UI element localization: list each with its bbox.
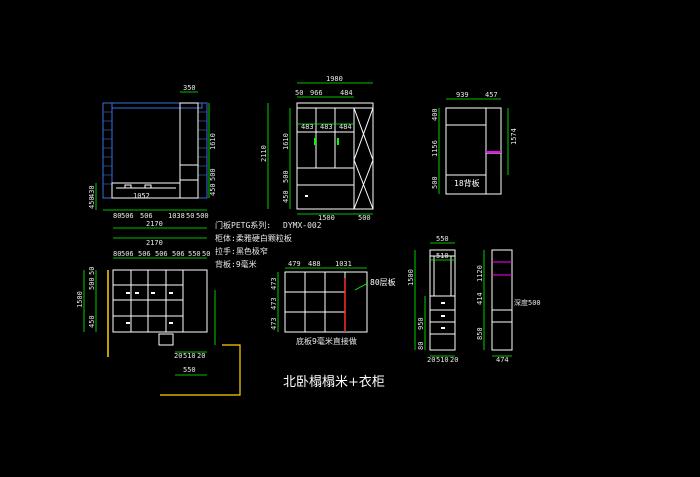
v2-bottom-2: 500	[358, 214, 371, 222]
v2-top-3: 484	[340, 89, 353, 97]
v5-left-1: 473	[270, 277, 278, 290]
v3-left-1: 400	[431, 108, 439, 121]
v5-left-3: 473	[270, 317, 278, 330]
v3-left-2: 1156	[431, 140, 439, 157]
v4-dim-b3: 20	[197, 352, 205, 360]
v2-left-3: 500	[282, 170, 290, 183]
v5-top-3: 1031	[335, 260, 352, 268]
v2-inner-2: 483	[320, 123, 333, 131]
note-back: 背板:9毫米	[215, 259, 257, 269]
v4-bottom-2: 506	[121, 250, 134, 258]
v1-bottom-4: 1038	[168, 212, 185, 220]
v2-bottom-1: 1500	[318, 214, 335, 222]
v1-bottom-2: 506	[121, 212, 134, 220]
v4-bottom-5: 506	[172, 250, 185, 258]
v7-left-3: 850	[476, 327, 484, 340]
v4-dim-b2: 510	[183, 352, 196, 360]
v6-bottom-2: 510	[436, 356, 449, 364]
v2-overall-dim: 1980	[326, 75, 343, 83]
v6-left-2: 950	[417, 317, 425, 330]
label-bottom-9: 底板9毫米直接做	[296, 336, 357, 346]
v1-total-2: 2170	[146, 239, 163, 247]
v4-dim-b4: 550	[183, 366, 196, 374]
v1-top-dim: 350	[183, 84, 196, 92]
v3-right-1: 1574	[510, 128, 518, 145]
label-shelf-80: 80层板	[370, 277, 396, 287]
v1-right-dim-3: 450	[209, 183, 217, 196]
v2-inner-1: 483	[301, 123, 314, 131]
v6-left-3: 80	[417, 342, 425, 350]
v7-left-1: 1120	[476, 265, 484, 282]
v4-left-3: 500	[88, 277, 96, 290]
v2-top-2: 966	[310, 89, 323, 97]
v5-top-1: 479	[288, 260, 301, 268]
v3-top-1: 939	[456, 91, 469, 99]
note-model: DYMX-002	[283, 221, 322, 230]
v1-bottom-3: 506	[140, 212, 153, 220]
v4-left-2: 450	[88, 315, 96, 328]
v3-top-2: 457	[485, 91, 498, 99]
v2-left-1: 2110	[260, 145, 268, 162]
v7-bottom: 474	[496, 356, 509, 364]
v5-top-2: 488	[308, 260, 321, 268]
v1-right-dim-1: 1610	[209, 133, 217, 150]
v4-left-1: 1500	[76, 291, 84, 308]
label-back-18: 18背板	[454, 178, 480, 188]
v6-bottom-1: 20	[427, 356, 435, 364]
notes-block: 门板PETG系列: DYMX-002 柜体:柔雅硬白颗粒板 拉手:黑色极窄 背板…	[215, 220, 322, 269]
drawing-title: 北卧榻榻米+衣柜	[283, 374, 385, 390]
v1-bottom-6: 500	[196, 212, 209, 220]
view-lower-left-cabinet: 80 506 506 506 506 550 50 1500 450 500 5…	[76, 250, 241, 396]
view-tatami-elevation: 350 1610 500 450 430 450 1052 80 506 506…	[88, 84, 217, 247]
v5-left-2: 473	[270, 297, 278, 310]
v4-bottom-6: 550	[188, 250, 201, 258]
v4-bottom-3: 506	[138, 250, 151, 258]
view-shelf-grid: 479 488 1031 473 473 473 80层板 底板9毫米直接做	[270, 260, 396, 346]
v4-bottom-1: 80	[113, 250, 121, 258]
v1-left-dim-2: 450	[88, 196, 96, 209]
v6-top2: 510	[436, 252, 449, 260]
view-wardrobe-front: 1980 50 966 484 483 483 484 2110 1610 50…	[260, 75, 374, 222]
v6-bottom-3: 20	[450, 356, 458, 364]
note-door: 门板PETG系列:	[215, 220, 271, 230]
v2-left-4: 450	[282, 190, 290, 203]
v3-left-3: 500	[431, 176, 439, 189]
v2-inner-3: 484	[339, 123, 352, 131]
view-side-profile: 1120 414 850 474 深度500	[476, 249, 541, 364]
view-side-section: 939 457 400 1156 500 1574 18背板	[431, 91, 518, 195]
view-narrow-cabinet: 550 510 1500 950 80 20 510 20	[407, 235, 458, 364]
v1-total-1: 2170	[146, 220, 163, 228]
note-handle: 拉手:黑色极窄	[215, 246, 268, 256]
v4-dim-b1: 20	[174, 352, 182, 360]
v1-inner-dim: 1052	[133, 192, 150, 200]
v4-bottom-7: 50	[202, 250, 210, 258]
label-depth-500: 深度500	[514, 298, 541, 307]
v1-right-dim-2: 500	[209, 168, 217, 181]
v6-top: 550	[436, 235, 449, 243]
v1-bottom-1: 80	[113, 212, 121, 220]
v1-left-dim-1: 430	[88, 185, 96, 198]
v6-left-1: 1500	[407, 269, 415, 286]
v2-top-1: 50	[295, 89, 303, 97]
note-carcass: 柜体:柔雅硬白颗粒板	[215, 233, 292, 243]
v4-left-4: 50	[88, 267, 96, 275]
v1-bottom-5: 50	[186, 212, 194, 220]
v7-left-2: 414	[476, 292, 484, 305]
v2-left-2: 1610	[282, 133, 290, 150]
v4-bottom-4: 506	[155, 250, 168, 258]
